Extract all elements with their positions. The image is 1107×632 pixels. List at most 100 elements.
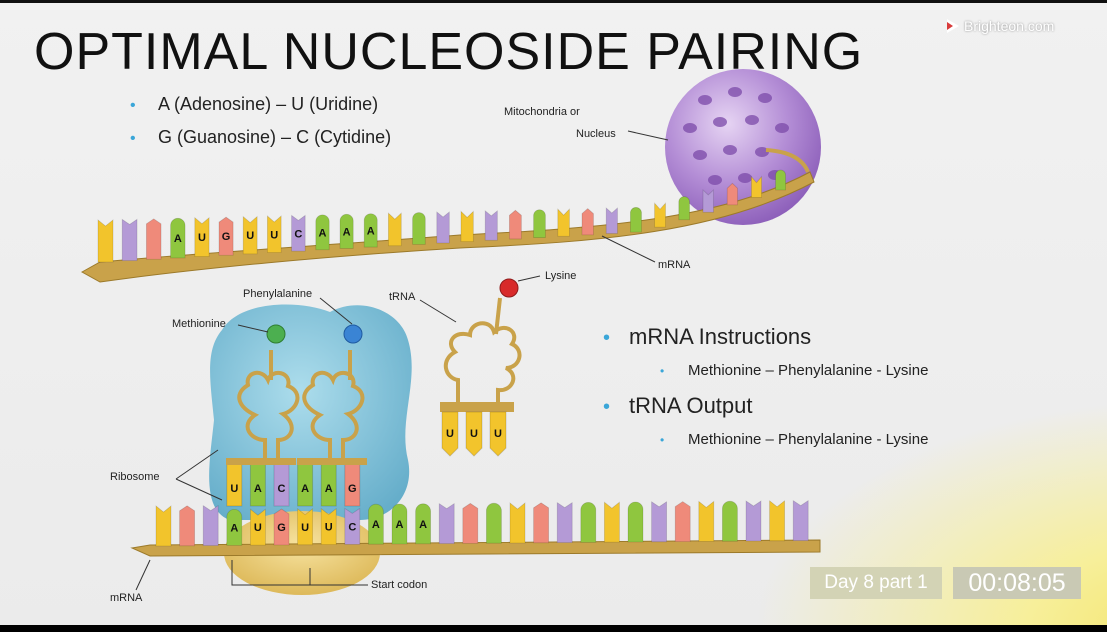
label-start-codon: Start codon — [371, 579, 427, 591]
bottom-nucleotide — [533, 502, 549, 544]
bottom-nucleotide: A — [226, 509, 243, 546]
top-nucleotide — [557, 208, 570, 237]
top-nucleotide — [533, 209, 546, 238]
top-nucleotide — [97, 219, 114, 263]
bottom-nucleotide — [698, 500, 715, 542]
top-nucleotide — [121, 218, 138, 262]
label-phenylalanine: Phenylalanine — [243, 288, 312, 300]
bottom-nucleotide: G — [273, 508, 290, 546]
base-letter: U — [494, 428, 502, 440]
base-letter: A — [325, 483, 333, 495]
top-edge — [0, 0, 1107, 3]
bottom-nucleotide — [627, 501, 644, 543]
label-trna: tRNA — [389, 291, 416, 303]
free-anticodon-base: U — [465, 411, 483, 457]
bottom-nucleotide — [155, 505, 172, 547]
top-nucleotide: C — [291, 214, 306, 252]
pore — [683, 123, 697, 133]
free-anticodon-base: U — [441, 411, 459, 457]
bottom-bar — [0, 625, 1107, 632]
bottom-nucleotide: A — [391, 503, 408, 545]
base-letter: C — [294, 228, 302, 240]
mrna-instructions-heading: mRNA Instructions — [629, 324, 812, 349]
base-letter: U — [301, 522, 309, 534]
top-nucleotide — [654, 202, 666, 228]
bottom-nucleotide: C — [344, 507, 361, 545]
base-letter: A — [254, 483, 262, 495]
pore — [723, 145, 737, 155]
label-mrna-top: mRNA — [658, 259, 691, 271]
bullet-dot: • — [603, 327, 611, 349]
bottom-nucleotide — [604, 501, 620, 543]
bottom-nucleotide — [462, 502, 479, 544]
trna-bar-met — [226, 458, 296, 465]
base-letter: U — [470, 428, 478, 440]
top-nucleotide: A — [363, 213, 378, 248]
free-trna — [440, 297, 522, 412]
label-lysine: Lysine — [545, 270, 576, 282]
bottom-nucleotide — [769, 499, 785, 542]
base-letter: A — [343, 226, 351, 238]
bottom-nucleotide — [580, 502, 597, 543]
trna-methionine — [237, 350, 300, 462]
top-nucleotide — [146, 218, 162, 260]
top-nucleotide — [751, 175, 762, 198]
base-letter: U — [230, 483, 238, 495]
base-letter: U — [254, 522, 262, 534]
top-nucleotide — [605, 207, 618, 234]
base-letter: A — [230, 522, 238, 534]
bottom-nucleotide — [556, 501, 573, 543]
base-letter: A — [319, 227, 327, 239]
base-letter: A — [419, 519, 427, 531]
top-nucleotide — [726, 182, 738, 206]
bottom-nucleotide — [438, 502, 455, 544]
top-nucleotide: U — [267, 215, 282, 253]
pore — [755, 147, 769, 157]
top-nucleotide: A — [339, 213, 354, 249]
bullet-dot: • — [130, 97, 136, 114]
pore — [693, 150, 707, 160]
base-letter: C — [278, 483, 286, 495]
organelle-pores — [683, 87, 789, 210]
top-nucleotide — [436, 211, 450, 244]
bullet-dot: • — [603, 396, 611, 418]
pore — [738, 173, 752, 183]
pair-bullet-au: •A (Adenosine) – U (Uridine) — [130, 94, 378, 115]
brighteon-watermark: Brighteon.com — [946, 18, 1054, 34]
bottom-nucleotide: A — [368, 503, 384, 545]
trna-output-heading: tRNA Output — [629, 393, 753, 418]
label-organelle-line1: Mitochondria or — [504, 106, 580, 118]
bottom-nucleotide — [674, 501, 691, 542]
anticodon-base: A — [249, 461, 266, 507]
bottom-nucleotide — [651, 501, 667, 543]
bottom-nucleotide — [722, 500, 738, 542]
base-letter: A — [396, 519, 404, 531]
mrna-instructions-detail: Methionine – Phenylalanine - Lysine — [688, 362, 929, 379]
pore — [698, 95, 712, 105]
bullet-dot: • — [130, 130, 136, 147]
base-letter: A — [174, 233, 182, 245]
subbullet-trna-detail: •Methionine – Phenylalanine - Lysine — [660, 431, 928, 448]
lysine-ball — [499, 278, 519, 298]
mrna-exit — [765, 148, 810, 173]
bottom-nucleotide: A — [415, 503, 431, 545]
free-anticodon-base: U — [489, 411, 507, 457]
base-letter: G — [348, 483, 357, 495]
base-letter: A — [367, 225, 375, 237]
bottom-nucleotide — [509, 502, 526, 544]
pore — [775, 123, 789, 133]
brighteon-logo-icon — [947, 19, 959, 33]
bullet-mrna-instructions: • mRNA Instructions — [603, 324, 811, 350]
label-organelle-line2: Nucleus — [576, 128, 616, 140]
top-nucleotide — [678, 196, 690, 221]
anticodon-base: C — [273, 461, 290, 507]
pair-text-gc: G (Guanosine) – C (Cytidine) — [158, 127, 392, 147]
base-letter: U — [446, 428, 454, 440]
subbullet-mrna-detail: •Methionine – Phenylalanine - Lysine — [660, 362, 928, 379]
